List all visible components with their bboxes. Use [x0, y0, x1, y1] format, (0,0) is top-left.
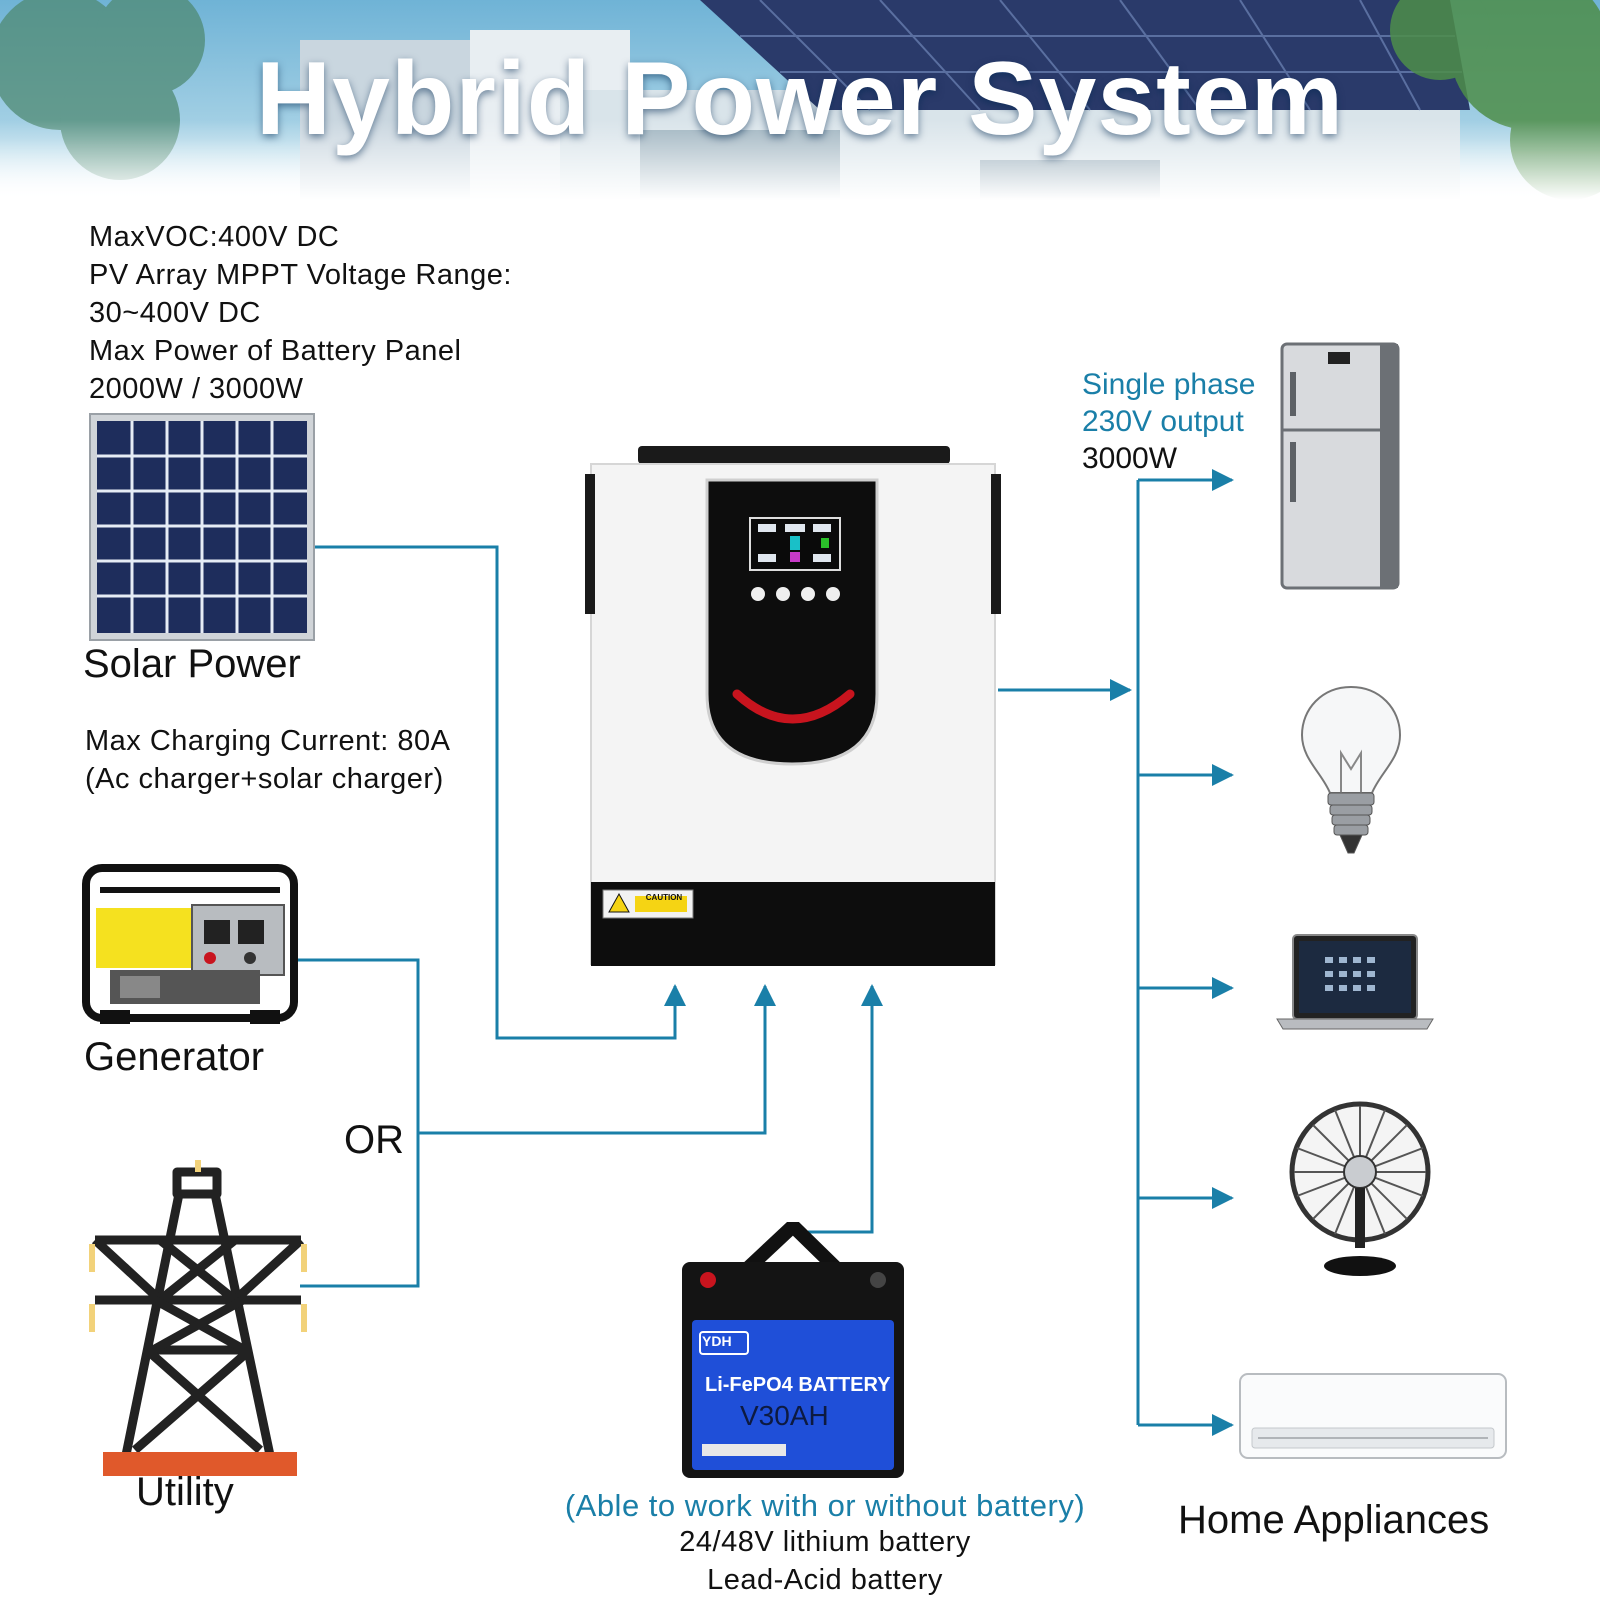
battery-line	[808, 984, 883, 1234]
battery-brand: YDH	[702, 1333, 732, 1349]
battery-chemistry: Li-FePO4 BATTERY	[705, 1374, 891, 1396]
spec-mppt-range: PV Array MPPT Voltage Range:	[89, 259, 512, 291]
solar-line	[313, 545, 686, 1040]
light-bulb-icon	[1300, 685, 1402, 854]
battery-type-lead-acid: Lead-Acid battery	[707, 1564, 943, 1596]
charging-current-line2: (Ac charger+solar charger)	[85, 763, 444, 795]
laptop-icon	[1276, 934, 1434, 1030]
ac-line	[418, 984, 776, 1135]
output-voltage: 230V output	[1082, 405, 1244, 438]
utility-tower-icon	[89, 1160, 307, 1476]
caution-label: CAUTION	[645, 893, 683, 902]
spec-max-power: Max Power of Battery Panel	[89, 335, 462, 367]
charging-current-line1: Max Charging Current: 80A	[85, 725, 451, 757]
utility-label: Utility	[136, 1470, 234, 1514]
spec-mppt-values: 30~400V DC	[89, 297, 261, 329]
home-appliances-label: Home Appliances	[1178, 1498, 1490, 1542]
output-power: 3000W	[1082, 442, 1178, 475]
spec-max-power-values: 2000W / 3000W	[89, 373, 304, 405]
spec-max-voc: MaxVOC:400V DC	[89, 221, 340, 253]
page-title: Hybrid Power System	[255, 41, 1345, 157]
battery-optional-note: (Able to work with or without battery)	[564, 1488, 1086, 1523]
generator-icon	[82, 864, 298, 1024]
output-phase: Single phase	[1082, 368, 1256, 401]
output-spec: Single phase 230V output 3000W	[1082, 366, 1255, 477]
refrigerator-icon	[1280, 342, 1400, 590]
pv-specs: MaxVOC:400V DC PV Array MPPT Voltage Ran…	[89, 218, 512, 408]
banner-background	[0, 0, 1600, 200]
generator-label: Generator	[84, 1035, 265, 1079]
air-conditioner-icon	[1239, 1373, 1507, 1459]
battery-type-lithium: 24/48V lithium battery	[679, 1526, 971, 1558]
generator-line	[296, 958, 420, 1288]
solar-panel-icon	[89, 413, 315, 641]
battery-capacity: V30AH	[740, 1400, 829, 1431]
fan-icon	[1289, 1101, 1431, 1276]
or-label: OR	[344, 1118, 404, 1162]
hybrid-inverter	[585, 446, 1001, 966]
battery-icon	[682, 1222, 904, 1478]
solar-power-label: Solar Power	[83, 642, 301, 686]
